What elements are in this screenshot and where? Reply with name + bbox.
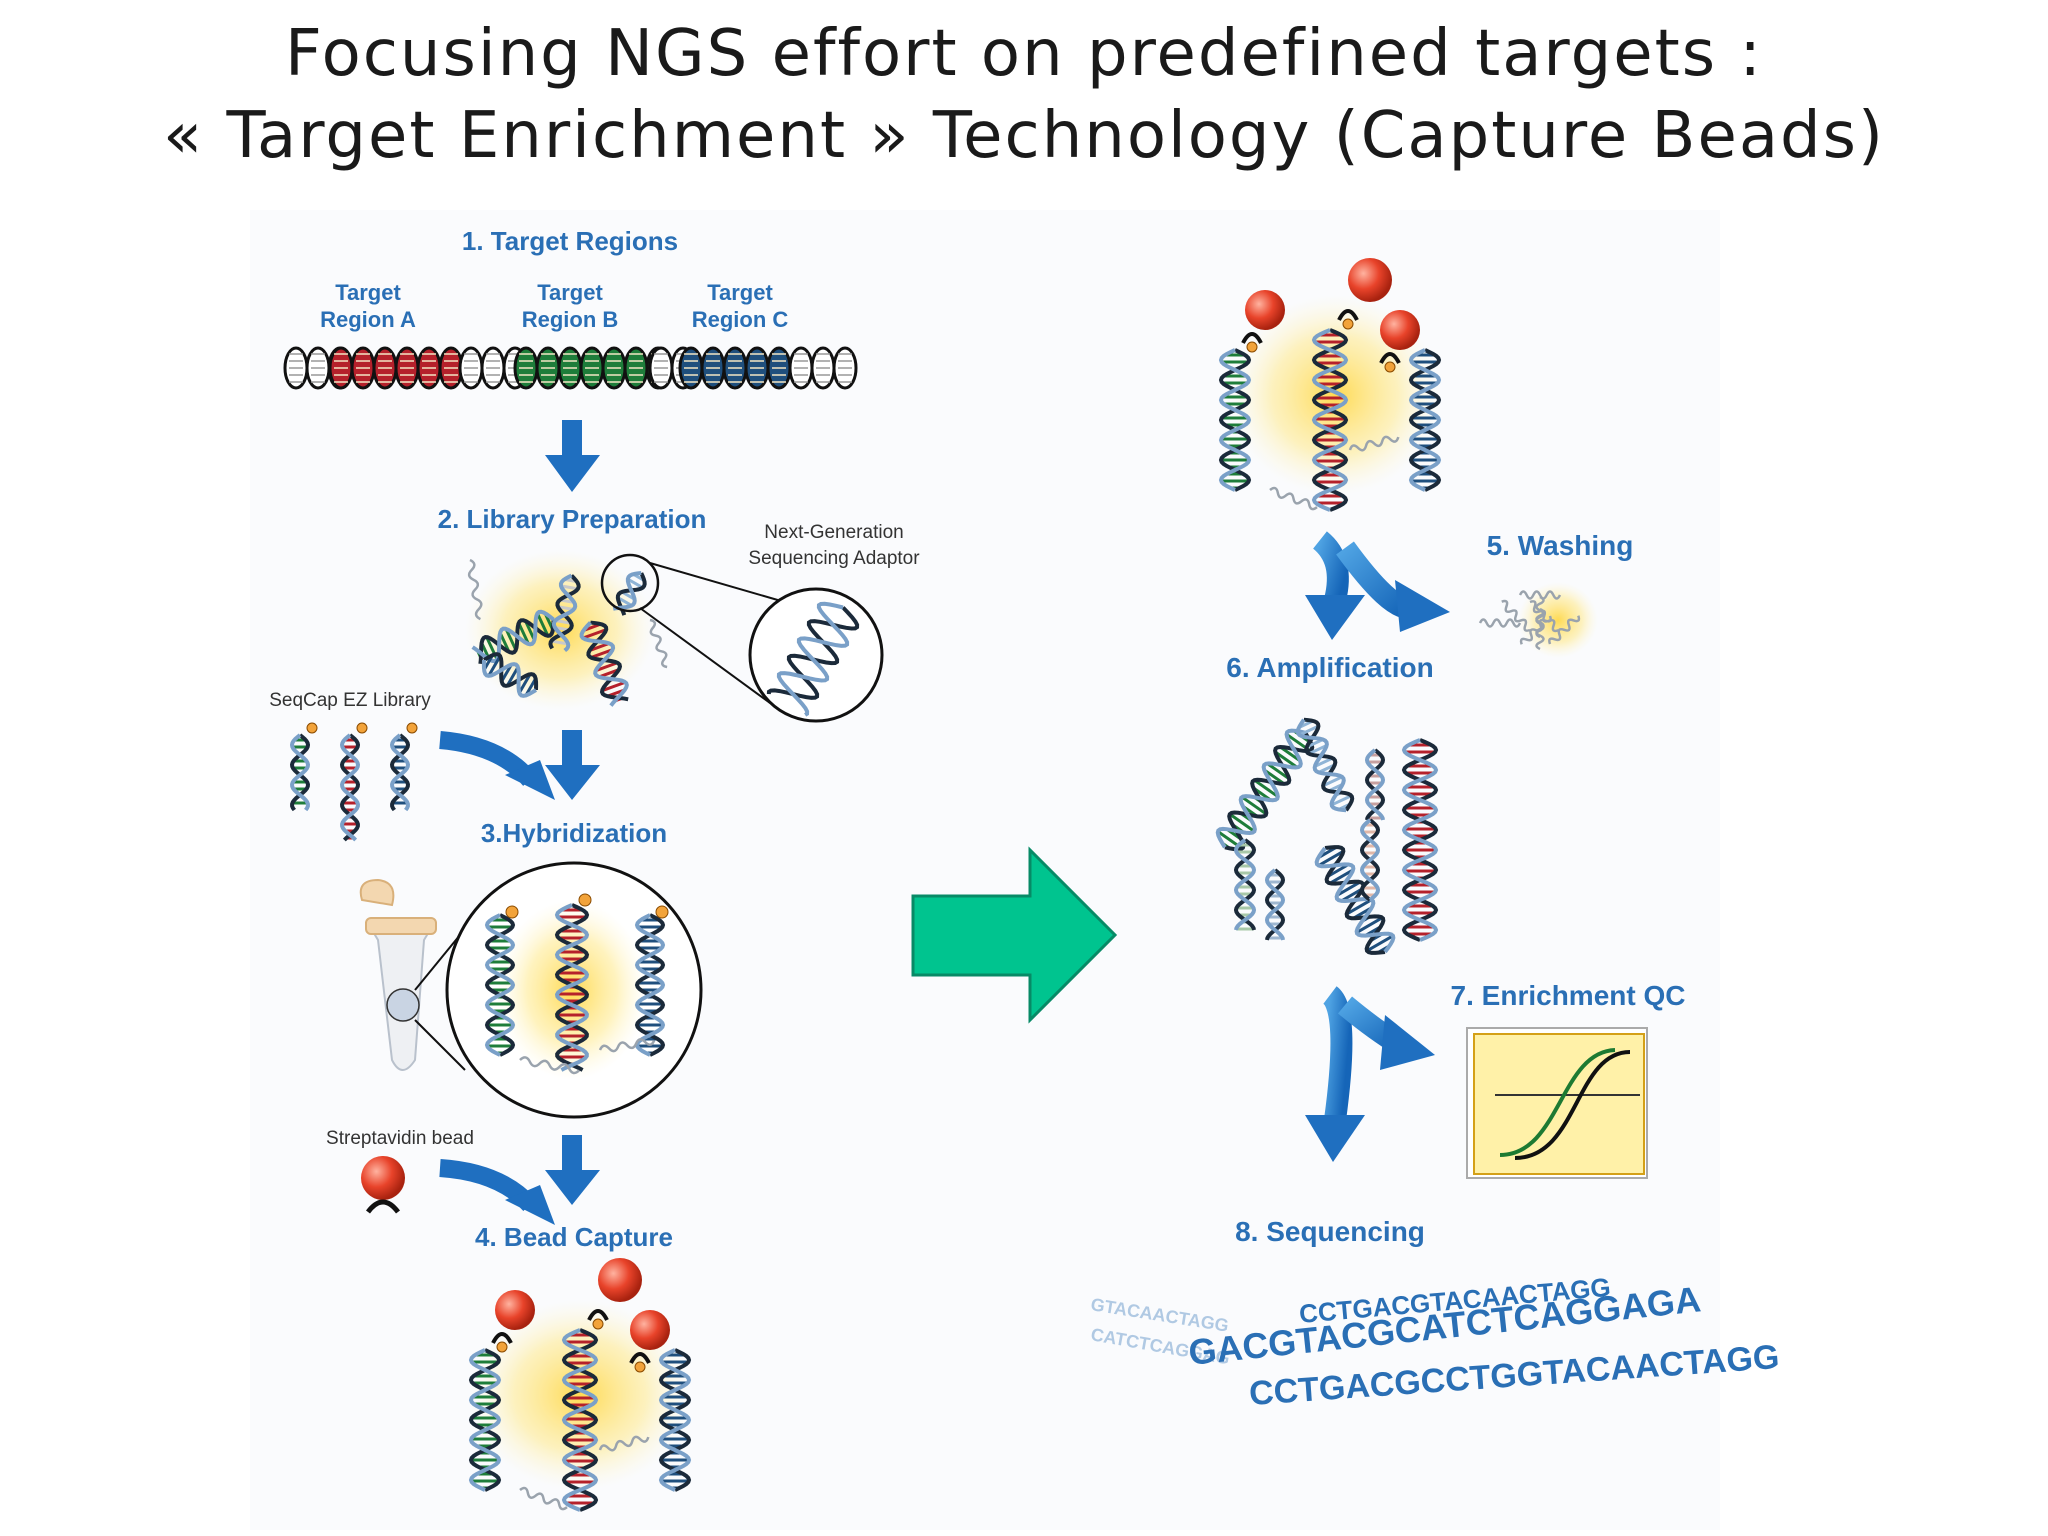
step5-label: 5. Washing xyxy=(1487,530,1634,561)
dna-helix-icon xyxy=(481,652,539,698)
zoom-line-bottom xyxy=(414,1019,466,1071)
dna-helix-icon xyxy=(634,913,666,1057)
seqcap-library-label: SeqCap EZ Library xyxy=(269,690,431,711)
dna-helix-icon xyxy=(658,1348,692,1492)
hybridized-strands-icon xyxy=(484,893,669,1075)
dna-helix-icon xyxy=(612,571,647,616)
dna-helix-icon xyxy=(554,903,590,1072)
region-c-line1: Target xyxy=(707,280,773,305)
dna-helix-icon xyxy=(561,1328,599,1512)
dna-helix-icon xyxy=(468,1348,502,1492)
slide-title-line2: « Target Enrichment » Technology (Captur… xyxy=(163,99,1885,173)
region-c-line2: Region C xyxy=(692,307,789,332)
step8-label: 8. Sequencing xyxy=(1235,1216,1425,1247)
library-glow xyxy=(465,550,655,710)
region-a-line2: Region A xyxy=(320,307,416,332)
zoom-line-bottom xyxy=(639,607,771,704)
dna-helix-icon xyxy=(339,733,361,842)
flow-arrow-icon xyxy=(439,1135,600,1225)
flow-arrow-icon xyxy=(1305,986,1435,1162)
qc-chart-icon xyxy=(1466,1027,1648,1179)
dna-helix-icon xyxy=(484,913,516,1057)
dna-helix-icon xyxy=(289,733,311,812)
region-a-line1: Target xyxy=(335,280,401,305)
flow-arrow-icon xyxy=(439,730,600,800)
adaptor-label-line2: Sequencing Adaptor xyxy=(748,548,920,569)
washed-fragments-icon xyxy=(1478,590,1581,651)
adaptor-label-line1: Next-Generation xyxy=(764,522,903,543)
genomic-dna-strand-icon xyxy=(283,346,858,390)
dna-helix-icon xyxy=(1401,738,1439,942)
zoom-small-circle xyxy=(600,553,660,613)
step2-label: 2. Library Preparation xyxy=(438,504,707,534)
washing-glow xyxy=(1518,582,1598,658)
streptavidin-bead-icon xyxy=(361,1156,405,1214)
bead-capture-icon xyxy=(468,1258,692,1512)
slide-title-line1: Focusing NGS effort on predefined target… xyxy=(285,17,1763,91)
step7-label: 7. Enrichment QC xyxy=(1451,980,1686,1011)
dna-helix-icon xyxy=(471,609,556,665)
dna-helix-icon xyxy=(389,733,411,812)
dna-helix-icon xyxy=(1311,328,1349,512)
tube-icon xyxy=(359,878,437,1071)
step6-label: 6. Amplification xyxy=(1226,652,1433,683)
step4-label: 4. Bead Capture xyxy=(475,1222,673,1252)
region-b-line1: Target xyxy=(537,280,603,305)
dna-helix-icon xyxy=(1295,717,1355,813)
next-step-arrow-icon xyxy=(911,846,1118,1024)
dna-helix-icon xyxy=(1359,818,1381,902)
library-fragments-icon xyxy=(467,558,668,707)
streptavidin-label: Streptavidin bead xyxy=(326,1128,474,1149)
flow-arrow-icon xyxy=(1305,531,1450,640)
dna-helix-icon xyxy=(1264,868,1286,941)
dna-helix-icon xyxy=(1408,348,1442,492)
step3-label: 3.Hybridization xyxy=(481,818,667,848)
amplified-strands-icon xyxy=(1215,717,1439,955)
step1-label: 1. Target Regions xyxy=(462,226,678,256)
dna-helix-icon xyxy=(548,573,581,653)
dna-helix-icon xyxy=(766,601,860,717)
dna-helix-icon xyxy=(1215,728,1315,852)
region-b-line2: Region B xyxy=(522,307,619,332)
seqcap-probes-icon xyxy=(289,722,418,842)
adaptor-helix-icon xyxy=(766,601,860,717)
dna-helix-icon xyxy=(1218,348,1252,492)
zoom-line-top xyxy=(414,934,461,991)
dna-helix-icon xyxy=(1233,838,1257,931)
zoom-line-top xyxy=(649,562,789,604)
flow-arrow-icon xyxy=(545,420,600,492)
dna-helix-icon xyxy=(1364,748,1386,821)
hybridization-glow xyxy=(497,900,647,1080)
bead-capture-icon xyxy=(1218,258,1442,512)
dna-helix-icon xyxy=(1314,845,1396,955)
dna-helix-icon xyxy=(579,620,629,707)
capture-glow xyxy=(470,1300,690,1490)
